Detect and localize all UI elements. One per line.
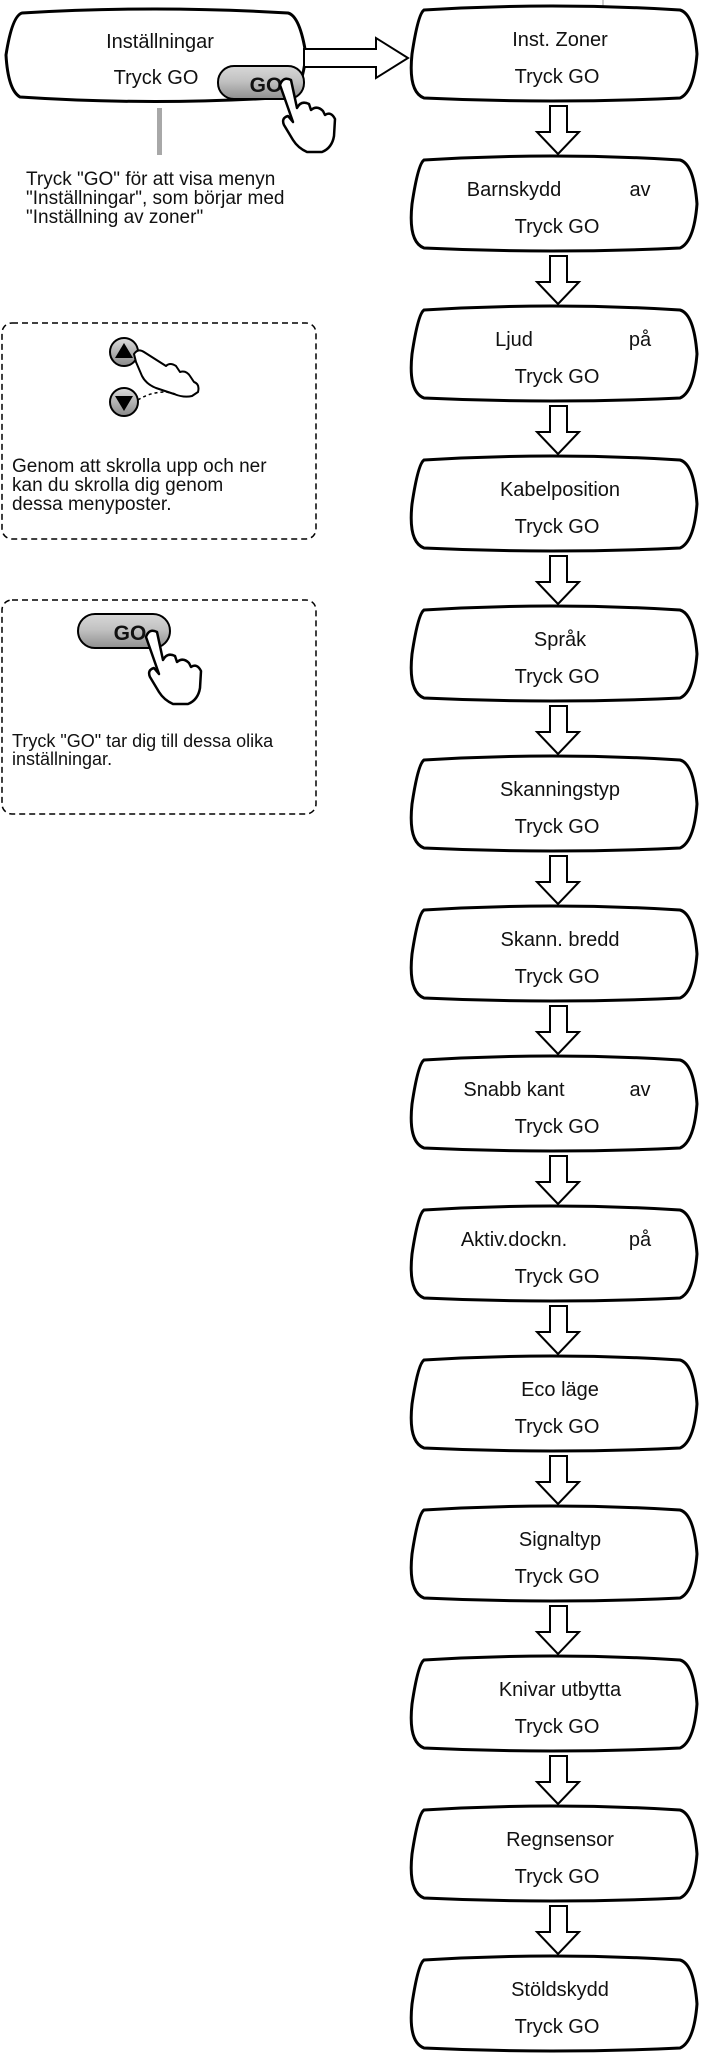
menu-item-box bbox=[409, 454, 699, 553]
menu-item-prompt: Tryck GO bbox=[515, 966, 600, 988]
menu-item-box bbox=[409, 304, 699, 403]
menu-item-prompt: Tryck GO bbox=[515, 1566, 600, 1588]
settings-prompt: Tryck GO bbox=[114, 67, 199, 89]
menu-item-prompt: Tryck GO bbox=[515, 816, 600, 838]
menu-item-label: Ljud bbox=[495, 329, 533, 351]
scroll-note-line: Genom att skrolla upp och ner bbox=[12, 456, 267, 477]
up-triangle-icon bbox=[115, 343, 133, 358]
go-button-label: GO bbox=[250, 74, 283, 97]
menu-item-box bbox=[409, 1354, 699, 1453]
menu-item-prompt: Tryck GO bbox=[515, 66, 600, 88]
down-arrow bbox=[534, 405, 582, 456]
pointing-hand-icon bbox=[278, 77, 337, 154]
scroll-note-line: dessa menyposter. bbox=[12, 494, 172, 515]
menu-item-box bbox=[409, 1654, 699, 1753]
menu-item-label: Stöldskydd bbox=[511, 1979, 609, 2001]
go-note-line: inställningar. bbox=[12, 749, 113, 769]
down-arrow bbox=[534, 1155, 582, 1206]
menu-item-box bbox=[409, 1054, 699, 1153]
down-arrow bbox=[534, 255, 582, 306]
menu-item-box bbox=[409, 1954, 699, 2053]
down-arrow bbox=[534, 1305, 582, 1356]
down-arrow bbox=[534, 705, 582, 756]
menu-item-label: Skanningstyp bbox=[500, 779, 620, 801]
menu-item-box bbox=[409, 604, 699, 703]
menu-item-box bbox=[409, 1804, 699, 1903]
intro-note-line: "Inställning av zoner" bbox=[26, 207, 204, 228]
go-note-hand-icon bbox=[144, 629, 203, 706]
menu-item-label: Signaltyp bbox=[519, 1529, 601, 1551]
menu-item-label: Inst. Zoner bbox=[512, 29, 608, 51]
menu-item-label: Regnsensor bbox=[506, 1829, 614, 1851]
down-arrow bbox=[534, 1755, 582, 1806]
menu-item-label: Aktiv.dockn. bbox=[461, 1229, 567, 1251]
menu-item-prompt: Tryck GO bbox=[515, 1266, 600, 1288]
connector-bar bbox=[157, 108, 162, 155]
scroll-note-text: Genom att skrolla upp och ner kan du skr… bbox=[12, 457, 267, 514]
menu-item-box bbox=[409, 1504, 699, 1603]
menu-item-prompt: Tryck GO bbox=[515, 366, 600, 388]
menu-item-box bbox=[409, 154, 699, 253]
down-triangle-icon bbox=[115, 396, 133, 411]
menu-item-prompt: Tryck GO bbox=[515, 216, 600, 238]
menu-item-prompt: Tryck GO bbox=[515, 1716, 600, 1738]
menu-item-box bbox=[409, 1204, 699, 1303]
menu-item-box bbox=[409, 904, 699, 1003]
right-arrow bbox=[303, 36, 410, 80]
down-arrow bbox=[534, 1905, 582, 1956]
intro-note: Tryck "GO" för att visa menyn "Inställni… bbox=[26, 170, 285, 227]
go-note-line: Tryck "GO" tar dig till dessa olika bbox=[12, 731, 274, 751]
down-arrow bbox=[534, 555, 582, 606]
settings-title: Inställningar bbox=[106, 31, 214, 53]
menu-item-prompt: Tryck GO bbox=[515, 666, 600, 688]
down-arrow bbox=[534, 1005, 582, 1056]
menu-item-value: av bbox=[629, 179, 650, 201]
menu-item-label: Snabb kant bbox=[463, 1079, 565, 1101]
menu-item-box bbox=[409, 4, 699, 103]
menu-item-label: Barnskydd bbox=[467, 179, 562, 201]
intro-note-line: Tryck "GO" för att visa menyn bbox=[26, 169, 276, 190]
intro-note-line: "Inställningar", som börjar med bbox=[26, 188, 285, 209]
scroll-note-line: kan du skrolla dig genom bbox=[12, 475, 224, 496]
go-note-button-label: GO bbox=[114, 622, 147, 645]
menu-item-label: Eco läge bbox=[521, 1379, 599, 1401]
menu-item-prompt: Tryck GO bbox=[515, 1416, 600, 1438]
menu-item-label: Språk bbox=[534, 629, 587, 651]
down-arrow bbox=[534, 855, 582, 906]
down-arrow bbox=[534, 105, 582, 156]
menu-item-value: på bbox=[629, 1229, 652, 1251]
menu-item-label: Kabelposition bbox=[500, 479, 620, 501]
settings-box: Inställningar Tryck GO GO bbox=[4, 7, 337, 154]
menu-item-value: på bbox=[629, 329, 652, 351]
menu-item-prompt: Tryck GO bbox=[515, 1866, 600, 1888]
menu-item-prompt: Tryck GO bbox=[515, 2016, 600, 2038]
menu-item-prompt: Tryck GO bbox=[515, 1116, 600, 1138]
down-arrow bbox=[534, 1455, 582, 1506]
menu-item-value: av bbox=[629, 1079, 650, 1101]
menu-item-label: Skann. bredd bbox=[501, 929, 620, 951]
scroll-hand-dashed-icon bbox=[137, 391, 177, 401]
scroll-hand-icon bbox=[133, 349, 200, 398]
down-arrow bbox=[534, 1605, 582, 1656]
menu-item-label: Knivar utbytta bbox=[499, 1679, 622, 1701]
menu-item-box bbox=[409, 754, 699, 853]
go-note-text: Tryck "GO" tar dig till dessa olika inst… bbox=[12, 732, 273, 768]
menu-item-prompt: Tryck GO bbox=[515, 516, 600, 538]
go-note-box bbox=[1, 599, 317, 815]
